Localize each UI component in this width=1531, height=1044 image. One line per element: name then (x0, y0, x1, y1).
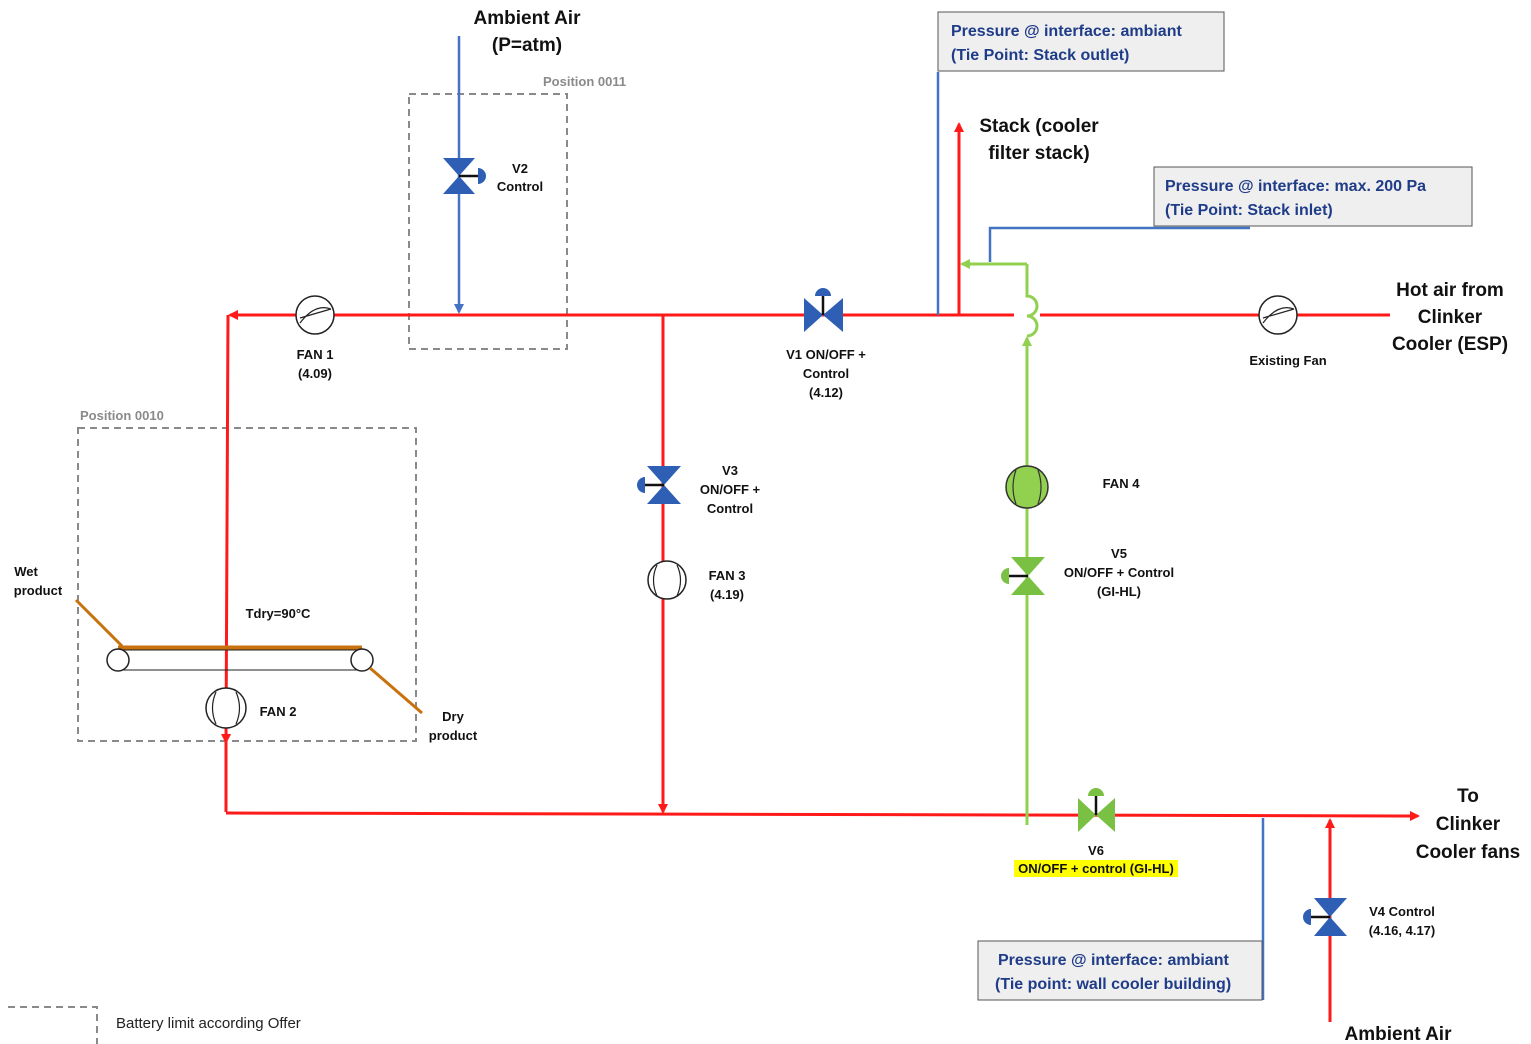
v2-function: Control (497, 179, 543, 194)
v3-function-2: Control (707, 501, 753, 516)
legend-swatch (8, 1006, 98, 1044)
valve-v1 (804, 288, 843, 332)
to-clinker-label-3: Cooler fans (1416, 842, 1521, 863)
ambient-air-top-label: Ambient Air (474, 8, 582, 29)
green-loop-lines (960, 259, 1039, 825)
fan-2 (205, 687, 247, 729)
to-clinker-label-1: To (1457, 786, 1479, 807)
v5-label: V5 (1111, 546, 1127, 561)
hot-air-label-2: Clinker (1418, 307, 1483, 328)
valve-v4 (1303, 898, 1347, 936)
stack-inlet-leader (988, 226, 1250, 262)
belt-dryer (74, 598, 423, 715)
note-wall-line1: Pressure @ interface: ambiant (998, 952, 1229, 969)
valve-v5 (1001, 557, 1045, 595)
existing-fan (1258, 295, 1298, 335)
ambient-lines (454, 36, 1265, 1000)
fan3-label: FAN 3 (709, 568, 746, 583)
dry-product-label-2: product (429, 728, 478, 743)
note-stack-outlet-line2: (Tie Point: Stack outlet) (951, 47, 1129, 64)
note-stack-inlet (1153, 166, 1473, 227)
v5-tag: (GI-HL) (1097, 584, 1141, 599)
fan1-tag: (4.09) (298, 366, 332, 381)
v2-label: V2 (512, 161, 528, 176)
v3-label: V3 (722, 463, 738, 478)
ambient-air-top-pressure: (P=atm) (492, 35, 562, 56)
battery-limit-position-0011 (408, 93, 568, 350)
valve-v6 (1078, 788, 1115, 832)
dry-product-label-1: Dry (442, 709, 464, 724)
note-stack-inlet-line2: (Tie Point: Stack inlet) (1165, 202, 1333, 219)
v4-label: V4 Control (1369, 904, 1435, 919)
stack-label-1: Stack (cooler (979, 116, 1099, 137)
wet-product-chute (74, 598, 124, 648)
fan-1 (295, 295, 335, 335)
hot-air-lines (221, 122, 1420, 1022)
note-stack-outlet-line1: Pressure @ interface: ambiant (951, 23, 1182, 40)
fan-4 (1005, 465, 1049, 509)
hot-air-label-1: Hot air from (1396, 280, 1504, 301)
position-0010-label: Position 0010 (80, 408, 164, 423)
fan1-label: FAN 1 (297, 347, 334, 362)
existing-fan-label: Existing Fan (1249, 353, 1326, 368)
v6-function: ON/OFF + control (GI-HL) (1018, 861, 1174, 876)
note-wall (977, 940, 1263, 1001)
v4-tag: (4.16, 4.17) (1369, 923, 1436, 938)
note-stack-outlet (937, 11, 1225, 72)
v5-function: ON/OFF + Control (1064, 565, 1174, 580)
tdry-label: Tdry=90°C (246, 606, 311, 621)
fan4-label: FAN 4 (1103, 476, 1141, 491)
fan3-tag: (4.19) (710, 587, 744, 602)
valve-v2 (443, 158, 486, 194)
fan-3 (647, 560, 687, 600)
v1-tag: (4.12) (809, 385, 843, 400)
valve-v3 (637, 466, 681, 504)
note-stack-inlet-line1: Pressure @ interface: max. 200 Pa (1165, 178, 1426, 195)
v1-label: V1 ON/OFF + (786, 347, 866, 362)
v3-function: ON/OFF + (700, 482, 761, 497)
fan2-label: FAN 2 (260, 704, 297, 719)
v6-label: V6 (1088, 843, 1104, 858)
stack-label-2: filter stack) (988, 143, 1089, 164)
ambient-air-bottom-label: Ambient Air (1345, 1024, 1453, 1044)
hot-air-label-3: Cooler (ESP) (1392, 334, 1508, 355)
left-down-line (221, 314, 232, 744)
legend-label: Battery limit according Offer (116, 1015, 301, 1032)
v6-highlight (1014, 860, 1178, 877)
battery-limit-position-0010 (77, 427, 417, 742)
to-clinker-label-2: Clinker (1436, 814, 1501, 835)
note-wall-line2: (Tie point: wall cooler building) (995, 976, 1231, 993)
bottom-return-line (225, 810, 1420, 821)
v1-function: Control (803, 366, 849, 381)
wet-product-label-1: Wet (14, 564, 38, 579)
position-0011-label: Position 0011 (543, 74, 626, 89)
wet-product-label-2: product (14, 583, 63, 598)
dry-product-chute (369, 666, 423, 715)
